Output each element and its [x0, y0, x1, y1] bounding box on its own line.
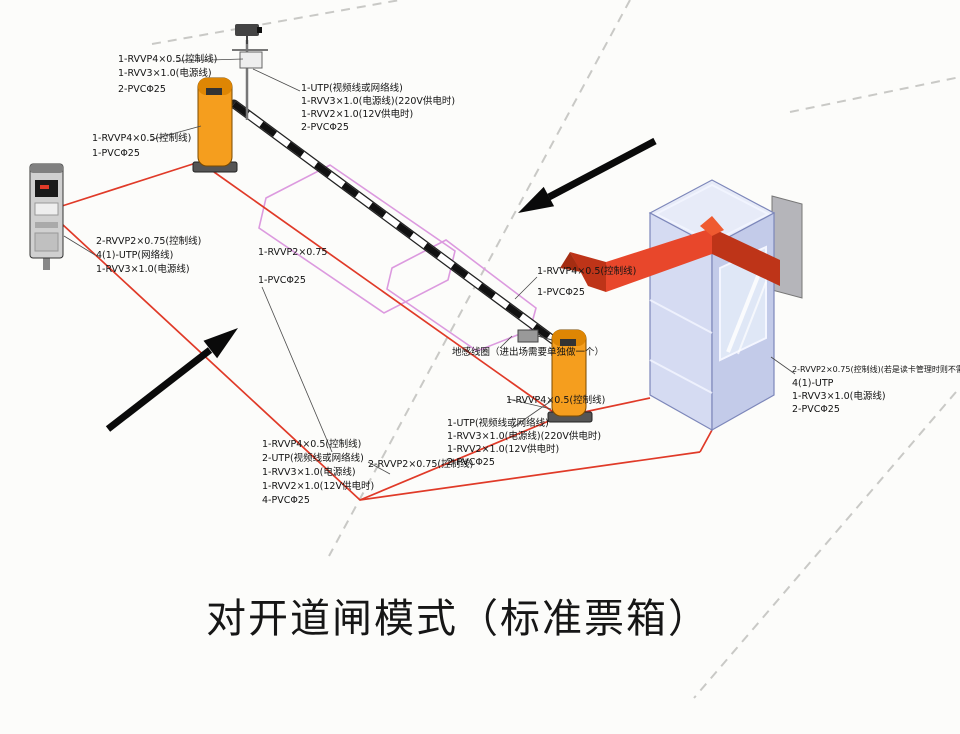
cable-label: 1-RVV3×1.0(电源线): [262, 466, 356, 478]
cable-label: 1-RVV2×1.0(12V供电时): [262, 480, 374, 492]
leader-line: [770, 356, 796, 375]
traffic-island-outline: [258, 164, 456, 314]
road-dash-line: [151, 0, 401, 45]
arrow-head: [203, 328, 238, 359]
ribbon-top-fold: [700, 216, 724, 236]
road-dash-line: [693, 391, 957, 699]
leader-line: [514, 276, 538, 300]
cable-label: 1-RVVP4×0.5(控制线): [262, 438, 361, 450]
cable-label: 1-UTP(视频线或网络线): [447, 417, 549, 429]
leader-line: [261, 286, 333, 453]
window-shine: [737, 281, 767, 355]
leader-line: [511, 400, 552, 429]
cable-label: 4(1)-UTP: [792, 378, 834, 389]
traffic-arrow-exit: [105, 328, 238, 432]
traffic-islands: [258, 164, 537, 352]
dispenser-card-slot: [35, 222, 58, 228]
cable-line: [213, 171, 557, 415]
cable-line: [699, 429, 713, 453]
dispenser-screen-text: [40, 185, 49, 189]
cable-label: 1-UTP(视频线或网络线): [301, 82, 403, 94]
barrier-panel: [206, 88, 222, 95]
barrier-arm-base: [232, 101, 558, 345]
booth-frame-rail: [649, 299, 713, 334]
loop-detector-box: [517, 329, 539, 343]
window-shine: [726, 265, 764, 353]
barrier-gate-right: [517, 329, 593, 423]
cctv-camera: [232, 24, 268, 120]
dispenser-cap: [30, 164, 63, 173]
booth-roof-frame: [653, 183, 771, 244]
cable-label: 2-RVVP2×0.75(控制线): [368, 458, 473, 470]
leader-line: [149, 125, 202, 141]
cable-label: 1-PVCΦ25: [258, 275, 306, 286]
dispenser-lower-panel: [34, 232, 59, 252]
cable-label: 1-RVVP4×0.5(控制线): [118, 53, 217, 65]
leader-line: [499, 335, 513, 349]
arrow-shaft: [547, 137, 657, 201]
ribbon-arrow: [560, 216, 780, 292]
ribbon-curl: [560, 252, 581, 272]
cable-label: 2-PVCΦ25: [792, 404, 840, 415]
cable-label: 1-RVV3×1.0(电源线): [792, 390, 886, 402]
traffic-island-outline: [386, 239, 537, 352]
dispenser-keypad: [34, 202, 59, 216]
road-dash-line: [789, 76, 960, 113]
ticket-dispenser: [29, 163, 64, 270]
diagram-title: 对开道闸模式（标准票箱）: [206, 596, 710, 642]
cable-label: 1-RVV2×1.0(12V供电时): [301, 108, 413, 120]
dispenser-pole: [43, 256, 50, 270]
cable-label: 1-PVCΦ25: [92, 148, 140, 159]
cable-line: [61, 162, 197, 207]
leader-line: [367, 461, 391, 475]
leader-line: [63, 235, 96, 256]
cable-label: 1-RVVP2×0.75: [258, 247, 327, 258]
cable-label: 1-RVVP4×0.5(控制线): [92, 132, 191, 144]
cable-label: 1-RVV3×1.0(电源线)(220V供电时): [447, 430, 601, 442]
leader-line: [175, 58, 244, 62]
barrier-panel: [560, 339, 576, 346]
cable-label: 1-RVV3×1.0(电源线): [118, 67, 212, 79]
cable-label: 1-PVCΦ25: [537, 287, 585, 298]
ribbon-tail: [570, 252, 606, 292]
road-markings: [151, 0, 960, 699]
cable-label: 1-RVV3×1.0(电源线): [96, 263, 190, 275]
cable-label: 2-RVVP2×0.75(控制线)(若是读卡管理时则不需要): [792, 364, 960, 374]
barrier-arm: [229, 99, 561, 347]
cable-label: 4(1)-UTP(网络线): [96, 249, 173, 261]
cable-line: [359, 417, 557, 501]
detector-link: [537, 335, 553, 341]
cable-label: 2-PVCΦ25: [301, 122, 349, 133]
cable-label: 2-RVVP2×0.75(控制线): [96, 235, 201, 247]
booth-frame-rail: [649, 359, 713, 394]
ribbon-side-band: [712, 228, 780, 286]
leader-line: [507, 398, 552, 410]
camera-lens: [257, 27, 262, 33]
cable-label: 1-RVV2×1.0(12V供电时): [447, 443, 559, 455]
cable-label: 2-PVCΦ25: [118, 84, 166, 95]
cable-label: 2-UTP(视频线或网络线): [262, 452, 364, 464]
camera-junction-box: [239, 51, 263, 69]
traffic-arrow-entry: [518, 137, 657, 213]
camera-body: [235, 24, 259, 36]
cable-label: 1-RVV3×1.0(电源线)(220V供电时): [301, 95, 455, 107]
arrow-shaft: [105, 347, 213, 432]
cable-label: 1-RVVP4×0.5(控制线): [506, 394, 605, 406]
barrier-gate-left: [192, 77, 238, 173]
ribbon-front-band: [606, 228, 712, 292]
leader-lines: [63, 58, 796, 475]
leader-line: [252, 68, 301, 92]
cable-label: 2-PVCΦ25: [447, 457, 495, 468]
cable-label: 1-RVVP4×0.5(控制线): [537, 265, 636, 277]
cable-labels: 1-RVVP4×0.5(控制线) 1-RVV3×1.0(电源线) 2-PVCΦ2…: [92, 53, 960, 506]
arrow-head: [518, 186, 555, 213]
ground-loop-label: 地感线圈（进出场需要单独做一个）: [452, 346, 604, 358]
cable-label: 4-PVCΦ25: [262, 495, 310, 506]
